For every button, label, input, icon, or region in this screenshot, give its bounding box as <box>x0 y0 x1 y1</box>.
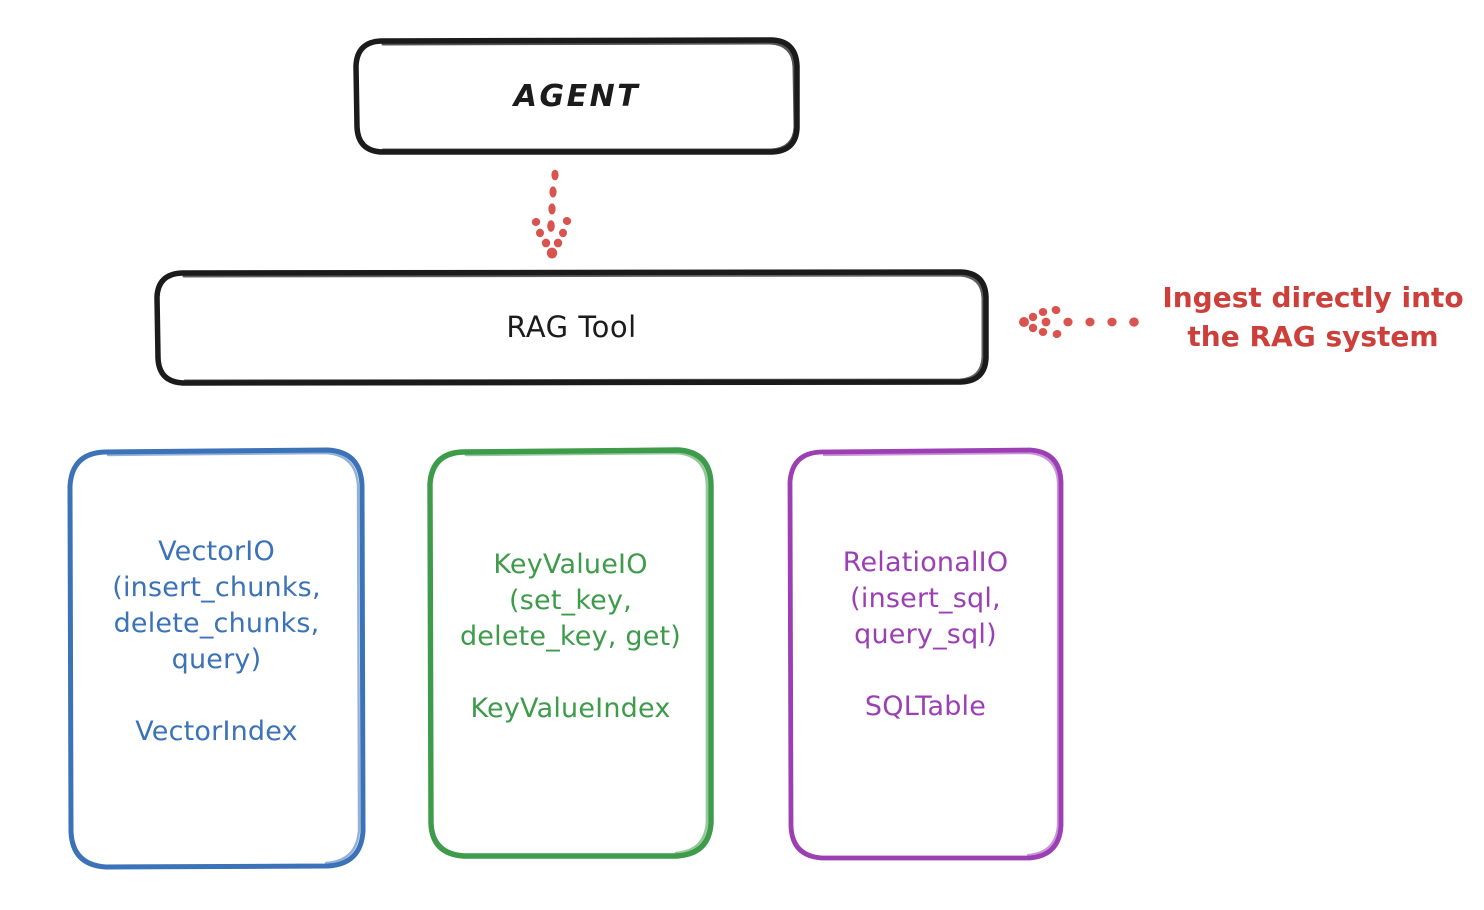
ingest-annotation-text: Ingest directly into the RAG system <box>1162 281 1464 354</box>
keyvalueio-node[interactable]: KeyValueIO (set_key, delete_key, get) Ke… <box>430 450 711 856</box>
rag-tool-node[interactable]: RAG Tool <box>157 272 986 383</box>
rag-tool-box-outline <box>154 269 989 386</box>
vectorio-label: VectorIO (insert_chunks, delete_chunks, … <box>112 536 321 747</box>
agent-to-rag-arrow <box>531 169 572 259</box>
ingest-annotation: Ingest directly into the RAG system <box>1148 278 1478 356</box>
keyvalueio-label: KeyValueIO (set_key, delete_key, get) Ke… <box>459 549 682 724</box>
vectorio-box-outline <box>67 447 366 870</box>
relationalio-label: RelationalIO (insert_sql, query_sql) SQL… <box>842 547 1009 722</box>
keyvalueio-box-outline <box>427 447 714 859</box>
agent-box-outline <box>353 37 800 155</box>
vectorio-node[interactable]: VectorIO (insert_chunks, delete_chunks, … <box>70 450 363 867</box>
agent-node[interactable]: AGENT <box>356 40 798 153</box>
relationalio-box-outline <box>787 447 1064 861</box>
rag-tool-label: RAG Tool <box>506 309 637 344</box>
agent-label: AGENT <box>513 79 641 114</box>
relationalio-node[interactable]: RelationalIO (insert_sql, query_sql) SQL… <box>790 450 1061 858</box>
ingest-note-arrow <box>1019 305 1139 339</box>
